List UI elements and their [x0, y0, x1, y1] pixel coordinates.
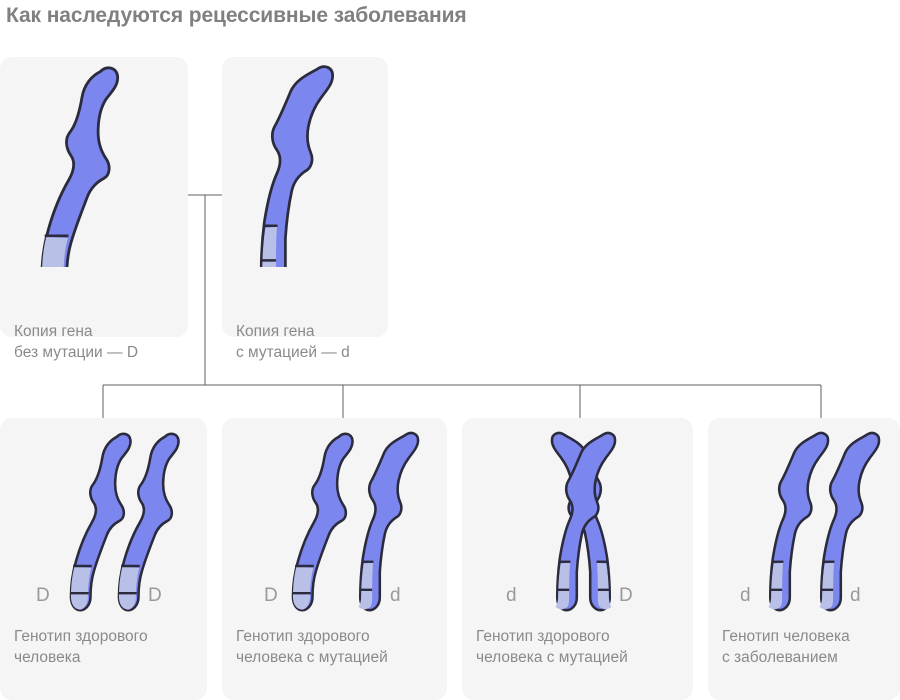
chromosome-pair-wide-narrow-icon	[291, 431, 420, 612]
allele-left: d	[506, 585, 517, 606]
chromosome-pair-narrow-wide-icon	[550, 431, 617, 612]
allele-right: D	[619, 585, 633, 606]
card-label: Копия гена без мутации — D	[14, 323, 139, 361]
allele-right: D	[148, 585, 162, 606]
chromosome-pair-narrow-narrow-icon	[768, 431, 881, 612]
chromosome-pair-wide-wide-icon	[69, 432, 180, 612]
chromosome-narrow-icon	[259, 65, 335, 267]
card-label: Генотип здорового человека	[14, 628, 148, 666]
card-child-homozygous-affected[interactable]: d d Генотип человека с заболеванием	[708, 418, 900, 700]
allele-right: d	[850, 585, 861, 606]
card-child-homozygous-normal[interactable]: D D Генотип здорового человека	[0, 418, 207, 700]
chromosome-wide-icon	[40, 66, 119, 267]
card-label: Генотип человека с заболеванием	[722, 628, 850, 666]
card-parent-mutated[interactable]: Копия гена с мутацией — d	[222, 57, 388, 361]
allele-right: d	[390, 585, 401, 606]
allele-left: D	[264, 585, 278, 606]
allele-left: D	[36, 585, 50, 606]
page-title: Как наследуются рецессивные заболевания	[6, 4, 467, 27]
card-parent-normal[interactable]: Копия гена без мутации — D	[0, 57, 188, 361]
card-child-carrier-dd[interactable]: D d Генотип здорового человека с мутацие…	[222, 418, 447, 700]
allele-left: d	[740, 585, 751, 606]
card-child-carrier-dd-mirrored[interactable]: d D Генотип здорового человека с мутацие…	[462, 418, 693, 700]
card-label: Генотип здорового человека с мутацией	[476, 628, 628, 666]
card-label: Копия гена с мутацией — d	[236, 323, 350, 361]
card-label: Генотип здорового человека с мутацией	[236, 628, 388, 666]
